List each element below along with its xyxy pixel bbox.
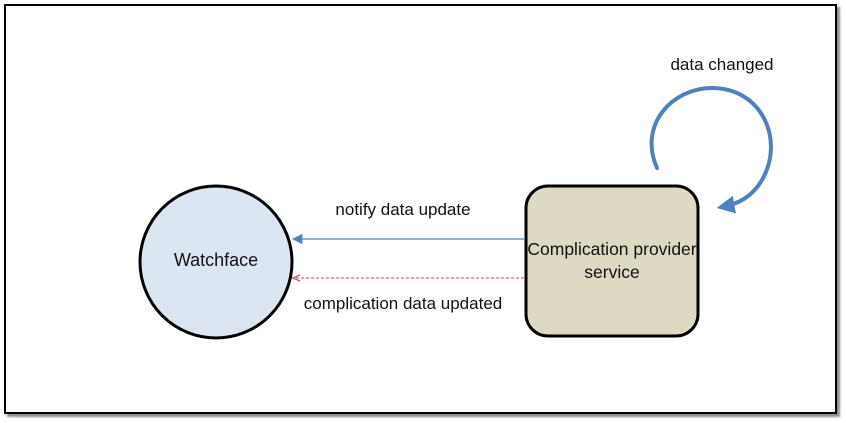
provider-label: Complication provider service — [527, 239, 697, 282]
watchface-label: Watchface — [173, 250, 259, 270]
data-changed-label: data changed — [670, 55, 774, 74]
watchface-node — [138, 184, 294, 340]
data-changed-loop-arrow — [649, 85, 773, 214]
provider-node — [524, 184, 700, 338]
notify-label: notify data update — [335, 200, 471, 219]
complication-label: complication data updated — [303, 294, 503, 313]
